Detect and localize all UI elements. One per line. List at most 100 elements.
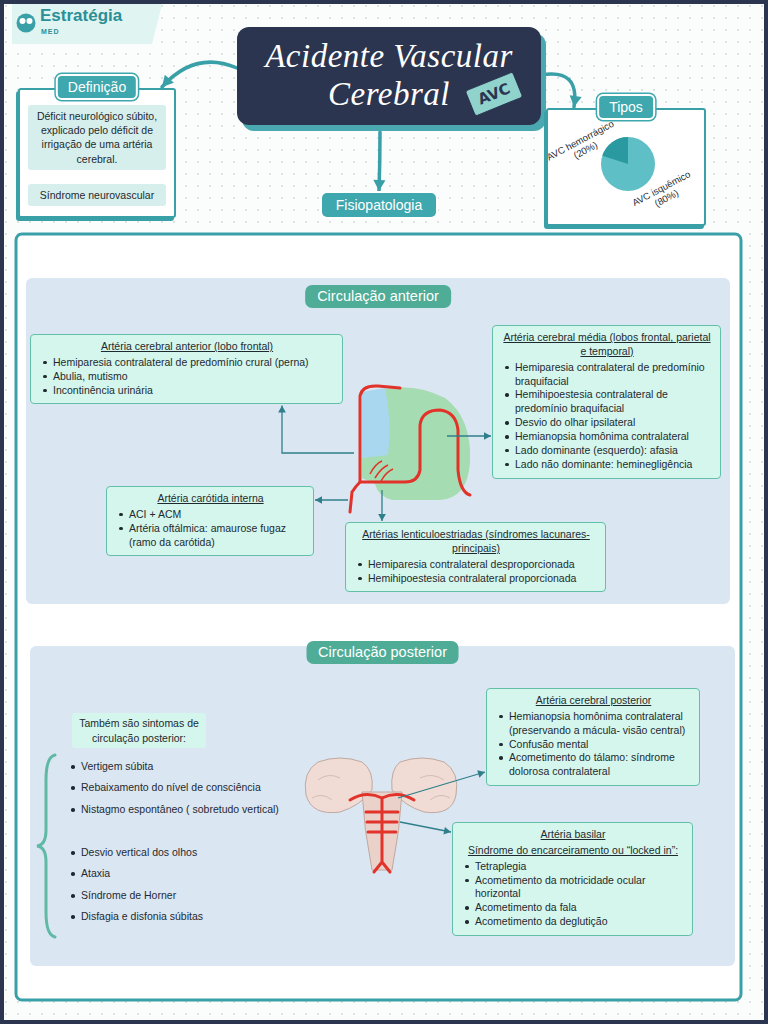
- symptom-item: Rebaixamento do nível de consciência: [68, 781, 296, 795]
- box-heading: Artérias lenticuloestriadas (síndromes l…: [355, 528, 597, 556]
- anterior-band: Circulação anteriorArtéria cerebral ante…: [26, 278, 730, 604]
- definition-text-box: Déficit neurológico súbito, explicado pe…: [28, 105, 166, 170]
- arrow-head: [443, 827, 451, 835]
- leader-line: [398, 770, 485, 798]
- leader-line: [315, 496, 348, 504]
- bullet-item: Lado não dominante: heminegligência: [502, 458, 712, 472]
- arrow-head: [570, 95, 582, 107]
- box-text: Síndrome neurovascular: [33, 188, 161, 202]
- bullet-item: Hemiparesia contralateral desproporciona…: [355, 558, 597, 572]
- anterior-cerebral-artery: [350, 386, 400, 512]
- arrow-head: [484, 432, 491, 440]
- bullet-item: Hemihipoestesia contralateral de predomí…: [502, 388, 712, 416]
- note-box: Também são sintomas de circulação poster…: [72, 713, 206, 748]
- bullet-item: Artéria oftálmica: amaurose fugaz (ramo …: [116, 522, 305, 550]
- bullet-item: Hemiparesia contralateral de predomínio …: [40, 356, 334, 370]
- box-heading: Artéria cerebral posterior: [496, 694, 691, 708]
- artery-box: Artérias lenticuloestriadas (síndromes l…: [345, 522, 606, 592]
- box-text: Déficit neurológico súbito, explicado pe…: [33, 109, 161, 166]
- bullet-item: Acometimento da deglutição: [462, 915, 684, 929]
- heading-pill: Tipos: [597, 94, 655, 120]
- logo-text: Estratégia: [40, 6, 160, 26]
- connector: [373, 132, 385, 191]
- bullet-item: Tetraplegia: [462, 860, 684, 874]
- symptom-item: Ataxia: [68, 867, 296, 881]
- arrow-head: [162, 75, 174, 87]
- types-box: Tipos: [546, 108, 706, 226]
- logo-owl-eye: [20, 18, 26, 24]
- leader-path: [400, 822, 451, 832]
- logo-subtext: MED: [41, 28, 81, 35]
- logo-owl: [17, 14, 36, 33]
- box-heading: Artéria cerebral anterior (lobo frontal): [40, 340, 334, 354]
- connector-line: [541, 74, 575, 107]
- brain-lobe: [305, 758, 372, 813]
- bullet-item: Hemianopsia homônima contralateral: [502, 430, 712, 444]
- artery-box: Artéria cerebral anterior (lobo frontal)…: [30, 334, 343, 404]
- box-heading: Síndrome do encarceiramento ou “locked i…: [462, 844, 684, 858]
- bullet-item: Incontinência urinária: [40, 384, 334, 398]
- brain-gyri: [312, 775, 450, 800]
- bullet-item: Acometimento da fala: [462, 901, 684, 915]
- box-text: Também são sintomas de circulação poster…: [76, 716, 202, 745]
- leader-path: [315, 499, 348, 500]
- box-heading: Artéria cerebral média (lobos frontal, p…: [502, 331, 712, 359]
- heading-pill: Circulação posterior: [306, 641, 459, 664]
- bullet-item: Confusão mental: [496, 738, 691, 752]
- brain-hemisphere: [362, 387, 470, 500]
- definition-box: DefiniçãoDéficit neurológico súbito, exp…: [18, 88, 176, 218]
- leader-path: [282, 405, 354, 453]
- connector-line: [379, 132, 380, 191]
- bullet-item: Hemianopsia homônima contralateral (pres…: [496, 710, 691, 738]
- symptom-item: Vertigem súbita: [68, 760, 296, 774]
- leader-line: [378, 490, 386, 521]
- bullet-item: Hemiparesia contralateral de predomínio …: [502, 361, 712, 389]
- tag-label: AVC: [465, 71, 524, 116]
- bullet-item: Abulia, mutismo: [40, 370, 334, 384]
- bullet-item: Acometimento da motricidade ocular horiz…: [462, 874, 684, 902]
- heading-pill: Definição: [56, 74, 138, 100]
- logo-background: [12, 4, 162, 44]
- symptom-item: Nistagmo espontâneo ( sobretudo vertical…: [68, 803, 291, 817]
- bullet-item: Hemihipoestesia contralateral proporcion…: [355, 572, 597, 586]
- box-heading: Artéria carótida interna: [116, 492, 305, 506]
- lenticulostriate-arteries: [370, 461, 393, 481]
- leader-path: [398, 772, 485, 798]
- connector-line: [162, 62, 237, 87]
- arrow-head: [278, 405, 286, 412]
- box-text: AVC: [475, 79, 513, 108]
- main-panel: [16, 234, 741, 1000]
- symptom-item: Disfagia e disfonia súbitas: [68, 910, 296, 924]
- leader-line: [400, 822, 451, 834]
- leader-path: [447, 435, 491, 436]
- arrow-head: [378, 514, 386, 521]
- title-box: Acidente Vascular CerebralAVC: [240, 30, 538, 122]
- bullet-item: Lado dominante (esquerdo): afasia: [502, 444, 712, 458]
- symptom-item: Desvio vertical dos olhos: [68, 846, 296, 860]
- brain-lobe: [392, 758, 457, 813]
- box-text: Fisiopatologia: [328, 197, 430, 213]
- bullet-item: Desvio do olhar ipsilateral: [502, 416, 712, 430]
- artery-box: Artéria cerebral posteriorHemianopsia ho…: [486, 688, 700, 786]
- artery-box: Artéria carótida internaACI + ACMArtéria…: [106, 486, 314, 556]
- connector: [162, 62, 237, 87]
- vertebrobasilar-arteries: [350, 794, 414, 872]
- box-heading: Artéria basilar: [462, 828, 684, 842]
- heading-pill: Circulação anterior: [305, 285, 451, 308]
- leader-path: [381, 490, 382, 521]
- artery-box: Artéria basilarSíndrome do encarceiramen…: [452, 822, 693, 936]
- leader-line: [447, 432, 491, 440]
- curly-bracket: [37, 755, 55, 937]
- syndrome-box: Síndrome neurovascular: [28, 184, 166, 206]
- middle-cerebral-artery: [360, 410, 470, 495]
- bullet-item: Acometimento do tálamo: síndrome doloros…: [496, 751, 691, 779]
- artery-box: Artéria cerebral média (lobos frontal, p…: [492, 325, 721, 479]
- pie-slice: [601, 137, 655, 191]
- section-pill: Fisiopatologia: [322, 193, 436, 217]
- connector: [541, 74, 582, 107]
- arrow-head: [315, 496, 322, 504]
- brainstem: [362, 792, 402, 870]
- leader-line: [278, 405, 354, 453]
- logo-owl-eye: [27, 18, 33, 24]
- arrow-head: [373, 180, 385, 191]
